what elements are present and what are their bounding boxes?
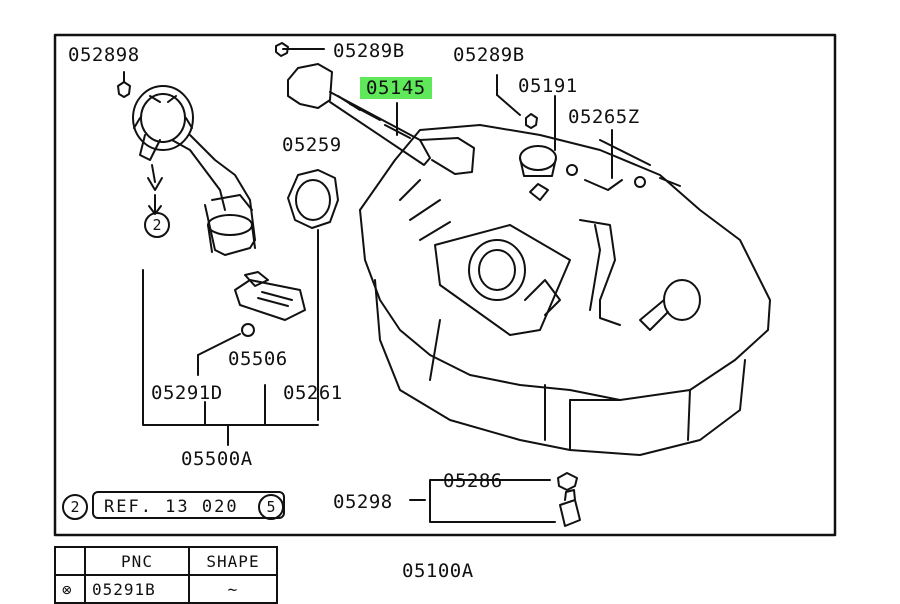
part-label-05289b-right: 05289B bbox=[453, 44, 525, 66]
reference-text: REF. 13 020 bbox=[104, 497, 239, 517]
part-label-05289b-mid: 05289B bbox=[333, 40, 405, 62]
table-header-row: PNC SHAPE bbox=[54, 546, 278, 576]
washer-05286 bbox=[557, 472, 578, 491]
part-label-05500a: 05500A bbox=[181, 448, 253, 470]
hose-05265z bbox=[566, 164, 646, 191]
part-label-05259: 05259 bbox=[282, 134, 342, 156]
diagram-frame bbox=[53, 33, 837, 537]
table-row-marker: ⊗ bbox=[54, 574, 86, 604]
part-label-05145: 05145 bbox=[360, 77, 432, 99]
ref-left-marker: 2 bbox=[62, 494, 88, 520]
part-label-05291d: 05291D bbox=[151, 382, 223, 404]
table-cell-pnc: 05291B bbox=[84, 574, 190, 604]
part-label-05506: 05506 bbox=[228, 348, 288, 370]
table-corner-cell bbox=[54, 546, 86, 576]
fuel-tank-body bbox=[359, 124, 771, 456]
nut-05289b-mid bbox=[275, 42, 289, 57]
part-label-05191: 05191 bbox=[518, 75, 578, 97]
ref-right-marker: 5 bbox=[258, 494, 284, 520]
gasket-05259 bbox=[287, 169, 339, 229]
table-header-pnc: PNC bbox=[84, 546, 190, 576]
part-label-05265z: 05265Z bbox=[568, 106, 640, 128]
nut-052898 bbox=[117, 81, 131, 98]
arrow-ref-marker: 2 bbox=[144, 212, 170, 238]
reference-box: REF. 13 020 bbox=[92, 491, 285, 519]
leader-05289b-right-b bbox=[496, 94, 521, 116]
table-cell-shape: ~ bbox=[188, 574, 278, 604]
part-label-05100a: 05100A bbox=[402, 560, 474, 582]
part-label-052898: 052898 bbox=[68, 44, 140, 66]
part-label-05261: 05261 bbox=[283, 382, 343, 404]
cover-05506 bbox=[234, 271, 306, 337]
pnc-shape-table: PNC SHAPE ⊗ 05291B ~ bbox=[54, 546, 278, 604]
table-header-shape: SHAPE bbox=[188, 546, 278, 576]
leader-05298-bracket bbox=[409, 479, 556, 523]
fuel-pump-assembly bbox=[132, 85, 256, 256]
part-label-05286: 05286 bbox=[443, 470, 503, 492]
part-label-05298: 05298 bbox=[333, 491, 393, 513]
table-row: ⊗ 05291B ~ bbox=[54, 574, 278, 604]
fuel-cap-05191 bbox=[519, 113, 557, 201]
leader-05506 bbox=[197, 333, 241, 356]
leader-05500a-bracket bbox=[142, 269, 319, 426]
drain-plug-05298 bbox=[559, 489, 581, 527]
